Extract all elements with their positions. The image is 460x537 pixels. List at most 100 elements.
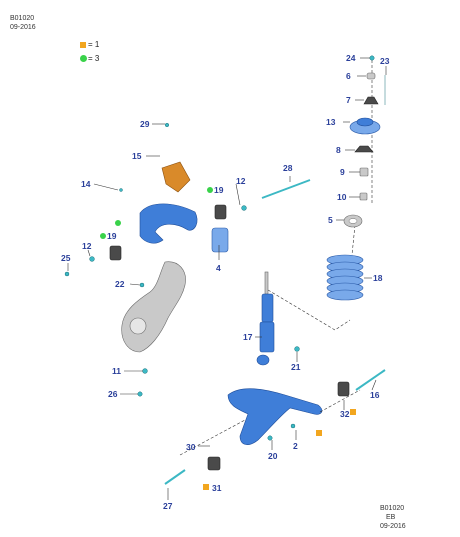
callout-12-upper: 12: [236, 176, 246, 186]
callout-11: 11: [112, 366, 121, 376]
part-8-bump-stop: [354, 145, 374, 153]
callout-19-lower: 19: [107, 231, 117, 241]
part-16-bolt: [355, 369, 386, 391]
lower-arm-rear-axis: [319, 389, 361, 413]
legend-square-marker: [80, 42, 86, 48]
part-5-spring-seat-hole: [348, 218, 358, 224]
callout-26: 26: [108, 389, 118, 399]
callout-19-upper: 19: [214, 185, 224, 195]
leader-12-left: [87, 249, 91, 257]
part-14-pin: [119, 188, 123, 192]
lower-control-arm-cluster: [164, 369, 386, 485]
part-10-bushing: [359, 192, 368, 201]
part-19-bushing-right: [214, 204, 227, 220]
callout-21: 21: [291, 362, 301, 372]
callout-28: 28: [283, 163, 293, 173]
callout-12-lower: 12: [82, 241, 92, 251]
callout-23: 23: [380, 56, 390, 66]
upper-control-arm: [139, 203, 198, 244]
callout-18: 18: [373, 273, 383, 283]
spring-coil: [326, 289, 364, 301]
lower-control-arm: [227, 388, 323, 445]
leader-14: [93, 183, 119, 191]
callout-17: 17: [243, 332, 253, 342]
callout-2: 2: [293, 441, 298, 451]
callout-25: 25: [61, 253, 71, 263]
legend-markers: [100, 187, 356, 490]
part-26-nut: [137, 391, 143, 397]
part-17-shock-absorber: [256, 271, 300, 366]
marker-square: [203, 484, 209, 490]
callout-8: 8: [336, 145, 341, 155]
part-11-nut: [142, 368, 148, 374]
part-27-bolt: [164, 469, 186, 485]
callout-22: 22: [115, 279, 125, 289]
callout-9: 9: [340, 167, 345, 177]
callout-4: 4: [216, 263, 221, 273]
callout-10: 10: [337, 192, 347, 202]
shock-rod: [264, 271, 269, 295]
part-19-bushing-left: [109, 245, 122, 261]
lower-arm-front-axis: [179, 419, 246, 456]
part-25-nut: [64, 271, 70, 277]
callout-6: 6: [346, 71, 351, 81]
part-20-nut: [267, 435, 273, 441]
knuckle-body: [121, 261, 186, 353]
callout-29: 29: [140, 119, 150, 129]
footer-variant: EB: [386, 514, 396, 521]
marker-circle: [207, 187, 213, 193]
callout-30: 30: [186, 442, 196, 452]
callout-5: 5: [328, 215, 333, 225]
legend-circle-label: = 3: [88, 54, 100, 63]
strut-mount-stack: [267, 55, 386, 331]
part-9-bushing: [359, 167, 369, 177]
leader-lines: [67, 57, 387, 500]
part-4-bracket: [211, 227, 229, 253]
part-29-screw: [164, 122, 170, 128]
part-28-long-bolt: [261, 179, 311, 199]
part-13-top-mount-centre: [356, 117, 374, 127]
part-15-sensor-bracket: [161, 161, 191, 193]
shock-eye: [256, 354, 270, 366]
upper-control-arm-cluster: [64, 122, 311, 277]
marker-square: [316, 430, 322, 436]
footer-date: 09-2016: [380, 523, 406, 530]
part-2-nut: [290, 423, 296, 429]
marker-circle: [115, 220, 121, 226]
part-18-coil-spring: [326, 254, 364, 301]
spring-axis-line: [351, 224, 356, 256]
legend-square-label: = 1: [88, 40, 100, 49]
header-date: 09-2016: [10, 24, 36, 31]
part-6-washer: [366, 72, 376, 80]
callout-15: 15: [132, 151, 142, 161]
knuckle-hub-bore: [129, 317, 147, 335]
leader-22: [129, 283, 141, 286]
callout-27: 27: [163, 501, 173, 511]
callout-24: 24: [346, 53, 356, 63]
leader-16: [371, 379, 377, 391]
part-12-bolt-left: [89, 256, 95, 262]
leader-12-right: [235, 183, 241, 206]
footer-code: B01020: [380, 505, 405, 512]
marker-circle: [100, 233, 106, 239]
part-24-nut: [369, 55, 375, 61]
part-22-bolt: [139, 282, 145, 288]
shock-upper-body: [261, 293, 274, 323]
callout-labels: 24 6 7 13 8 9 10 5 18 23 17 21 29 15 14 …: [61, 53, 390, 511]
callout-32: 32: [340, 409, 350, 419]
callout-13: 13: [326, 117, 336, 127]
marker-square: [350, 409, 356, 415]
part-32-bushing: [337, 381, 350, 397]
callout-14: 14: [81, 179, 91, 189]
part-7-cap: [363, 96, 379, 105]
shock-lower-body: [259, 321, 275, 353]
shock-link-line: [267, 289, 351, 331]
callout-16: 16: [370, 390, 380, 400]
steering-knuckle: [121, 261, 186, 397]
callout-7: 7: [346, 95, 351, 105]
part-12-bolt-right: [241, 205, 247, 211]
legend-circle-marker: [80, 55, 87, 62]
callout-20: 20: [268, 451, 278, 461]
callout-31: 31: [212, 483, 222, 493]
